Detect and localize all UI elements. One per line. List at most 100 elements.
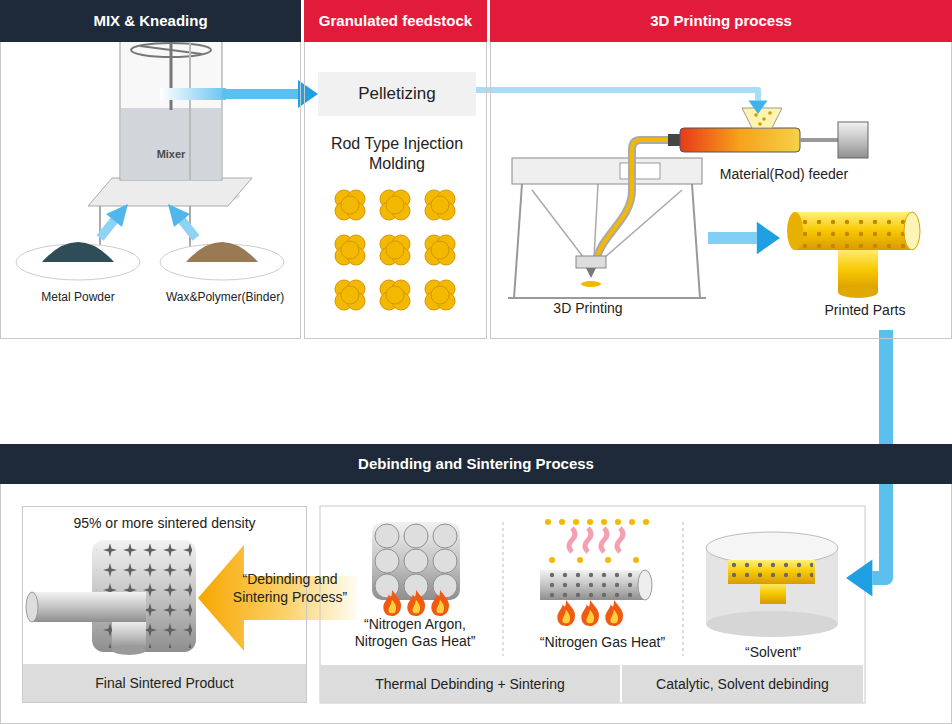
panel: 3D Printing processMaterial(Rod) feeder 3…: [490, 0, 952, 339]
nitrogen-pipe: [545, 519, 551, 525]
thermal-block: [404, 524, 428, 548]
thermal-block: [407, 590, 425, 616]
thermal-block: [433, 574, 457, 598]
node-label: “Nitrogen Argon, Nitrogen Gas Heat”: [340, 616, 490, 650]
nitrogen-pipe: [573, 519, 579, 525]
process-box: “Nitrogen Argon, Nitrogen Gas Heat”: [340, 516, 490, 658]
nitrogen-pipe: [601, 519, 607, 525]
printer-drawing: [680, 128, 800, 152]
process-separators: [503, 522, 504, 656]
panel-header: Granulated feedstock: [304, 0, 487, 42]
process-box: Printed Parts: [780, 198, 950, 330]
node-label: Pelletizing: [318, 72, 476, 116]
printer-drawing: [596, 140, 682, 262]
printed-part: [787, 212, 920, 298]
arrow-head: [298, 80, 318, 108]
pellets: [341, 286, 359, 304]
pellets: [386, 286, 404, 304]
printer-drawing: [838, 122, 868, 158]
printed-part: [838, 248, 878, 292]
printer-drawing: [532, 190, 584, 258]
solvent-tank: [706, 611, 838, 637]
printed-part: [838, 286, 878, 298]
thermal-block: [375, 524, 457, 598]
printer-drawing: [758, 122, 762, 126]
printer-drawing: [586, 268, 596, 278]
process-separators: [320, 506, 865, 703]
printed-part: [787, 212, 803, 250]
nitrogen-pipe: [581, 600, 599, 626]
nitrogen-pipe: [605, 557, 611, 563]
nitrogen-pipe: [617, 528, 623, 552]
thermal-block: [404, 549, 428, 573]
printer-drawing: [800, 138, 838, 142]
printed-part: [904, 212, 920, 250]
node-label: “Nitrogen Gas Heat”: [515, 634, 690, 651]
arrow-shaft: [476, 90, 758, 100]
printer-drawing: [754, 113, 758, 117]
nitrogen-pipe: [585, 528, 591, 552]
thermal-block: [433, 549, 457, 573]
mixer-drawing: [121, 108, 221, 180]
printer-drawing: [692, 184, 700, 298]
printer-drawing: [742, 108, 782, 128]
printer-drawing: [581, 281, 601, 287]
nitrogen-pipe: [557, 600, 575, 626]
arrow-shaft: [708, 232, 757, 244]
pellets: [431, 286, 449, 304]
mixer-drawing: [180, 218, 196, 238]
nitrogen-pipe: [540, 519, 652, 626]
footer-band: Catalytic, Solvent debinding: [622, 665, 863, 703]
solvent-tank: [730, 562, 813, 582]
panel-header: MIX & Kneading: [0, 0, 301, 42]
panel-header: 3D Printing process: [490, 0, 952, 42]
nitrogen-pipe: [633, 557, 639, 563]
mixer-drawing: [140, 46, 202, 54]
nitrogen-pipe: [605, 600, 623, 626]
footer-band: Thermal Debinding + Sintering: [320, 665, 620, 703]
printed-part: [795, 212, 912, 250]
nitrogen-pipe: [615, 519, 621, 525]
printer-drawing: [576, 256, 606, 268]
process-separators: [683, 522, 684, 656]
pellets: [341, 196, 359, 214]
flow-arrow: [476, 90, 768, 114]
thermal-block: [375, 574, 399, 598]
arrow-head: [757, 222, 780, 254]
node-label: 3D Printing: [508, 300, 668, 317]
nitrogen-pipe: [540, 570, 645, 600]
sintered-product: [32, 592, 146, 622]
thermal-block: [433, 524, 457, 548]
mixer-drawing: [189, 30, 191, 180]
thermal-block: [375, 524, 399, 548]
node-label: Material(Rod) feeder: [686, 166, 882, 183]
printer-drawing: [508, 297, 706, 299]
sintered-product: [26, 540, 196, 655]
text-label: Metal Powder: [18, 290, 138, 304]
sintered-product: [112, 645, 146, 655]
process-box: 3D Printing: [508, 150, 708, 330]
process-box: “Nitrogen Gas Heat”: [515, 516, 690, 658]
process-box: Pelletizing: [318, 72, 476, 116]
printer-drawing: [620, 163, 660, 179]
nitrogen-pipe: [545, 519, 649, 563]
nitrogen-pipe: [638, 570, 652, 600]
node-label: “Solvent”: [700, 644, 846, 661]
pellets: [341, 241, 359, 259]
mixer-drawing: [88, 178, 252, 206]
mixer-drawing: [160, 88, 226, 100]
flow-arrow: [708, 222, 780, 254]
pellets: [335, 190, 455, 310]
mixer-drawing: [168, 204, 190, 227]
printed-part: [800, 214, 905, 248]
printer-drawing: [508, 108, 868, 298]
arrow-head: [748, 100, 767, 114]
nitrogen-pipe: [549, 557, 555, 563]
pellets: [386, 241, 404, 259]
node-label: Printed Parts: [780, 302, 950, 319]
footer-band: Final Sintered Product: [23, 664, 306, 702]
nitrogen-pipe: [629, 519, 635, 525]
